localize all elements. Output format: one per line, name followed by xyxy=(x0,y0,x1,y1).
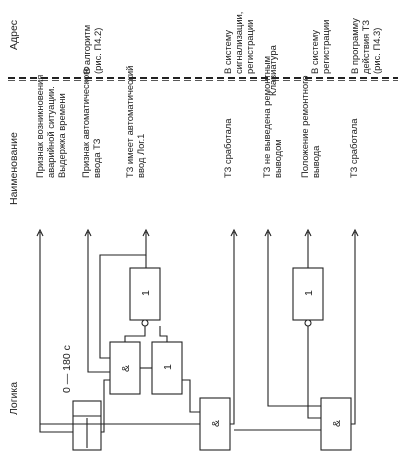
and-block-1 xyxy=(109,341,141,395)
arrow-row4 xyxy=(230,228,238,237)
wire-row2-to-and1 xyxy=(87,232,110,373)
arrow-row2 xyxy=(84,228,92,237)
wire-delay-to-and1 xyxy=(101,379,110,433)
row-7-name: ТЗ сработала xyxy=(348,118,359,178)
row-4-name: ТЗ сработала xyxy=(222,118,233,178)
wire-and3-to-row7 xyxy=(351,232,356,425)
header-address: Адрес xyxy=(8,20,20,50)
row-6-name: Положение ремонтного вывода xyxy=(299,73,321,178)
and-block-1-label: & xyxy=(120,365,132,372)
arrow-row3 xyxy=(142,228,150,237)
one-block-1-inverter xyxy=(141,319,149,327)
wire-and2-to-row4 xyxy=(230,232,235,425)
arrow-row6 xyxy=(304,228,312,237)
row-4-address: В систему сигнализации, регистрации xyxy=(222,9,255,74)
and-block-3-label: & xyxy=(331,420,343,427)
row-3-name: ТЗ имеет автоматический ввод Лог.1 xyxy=(124,63,146,178)
wire-row1-to-delay xyxy=(39,232,73,433)
connections xyxy=(36,228,359,433)
row-5-name: ТЗ не выведена ремонтным выводом xyxy=(261,53,283,178)
delay-label: 0 — 180 с xyxy=(61,345,73,393)
header-logic: Логика xyxy=(8,382,20,415)
row-2-name: Признак автоматического ввода ТЗ xyxy=(80,64,102,178)
row-2-address: В алгоритм (рис. П4.2) xyxy=(81,22,103,74)
and-block-2 xyxy=(199,397,231,451)
and-block-3 xyxy=(320,397,352,451)
arrow-row5 xyxy=(264,228,272,237)
row-names: Признак возникновения аварийной ситуации… xyxy=(34,53,359,178)
row-6-address: В систему регистрации xyxy=(309,20,331,74)
delay-block xyxy=(72,400,102,451)
row-5-address: Клавиатура xyxy=(267,44,278,96)
one-block-1-label: 1 xyxy=(140,290,152,296)
one-block-2-label: 1 xyxy=(162,364,174,370)
wire-row3-to-and1 xyxy=(99,232,147,359)
row-1-name: Признак возникновения аварийной ситуации… xyxy=(34,72,67,178)
wire-one3-to-and3 xyxy=(307,326,321,419)
row-7-address: В программу действия ТЗ (рис. П4.3) xyxy=(349,15,382,74)
wire-row5-to-and3 xyxy=(267,232,321,407)
one-block-2 xyxy=(151,341,183,395)
wire-one1-to-and1 xyxy=(124,326,146,342)
one-block-3-label: 1 xyxy=(303,290,315,296)
arrow-row7 xyxy=(351,228,359,237)
row-addresses: В алгоритм (рис. П4.2) В систему сигнали… xyxy=(81,9,382,96)
header-name: Наименование xyxy=(8,132,20,205)
wire-one1-to-one2 xyxy=(159,326,168,342)
arrow-row1 xyxy=(36,228,44,237)
wire-one2-to-and2 xyxy=(182,379,200,413)
one-block-1 xyxy=(129,267,161,321)
and-block-2-label: & xyxy=(210,420,222,427)
one-block-3-inverter xyxy=(304,319,312,327)
